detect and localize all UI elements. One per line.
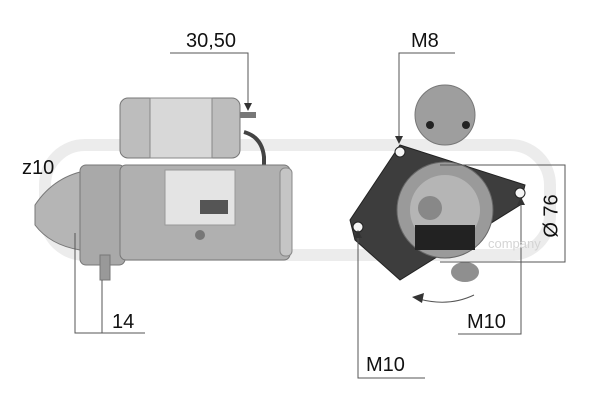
arrowheads: [244, 103, 525, 303]
front-view: [349, 84, 526, 282]
terminal-thread-label: 30,50: [186, 30, 237, 52]
diameter-label: Ø 76: [540, 194, 563, 238]
right-hole-thread-label: M10: [467, 311, 506, 333]
dimension-lines: [74, 52, 566, 379]
watermark-company-text: company: [488, 236, 541, 251]
left-hole-thread-label: M10: [366, 354, 405, 376]
top-thread-label: M8: [411, 30, 439, 52]
side-view: [34, 97, 293, 281]
teeth-count-label: z10: [22, 157, 55, 179]
pinion-offset-label: 14: [112, 311, 135, 333]
